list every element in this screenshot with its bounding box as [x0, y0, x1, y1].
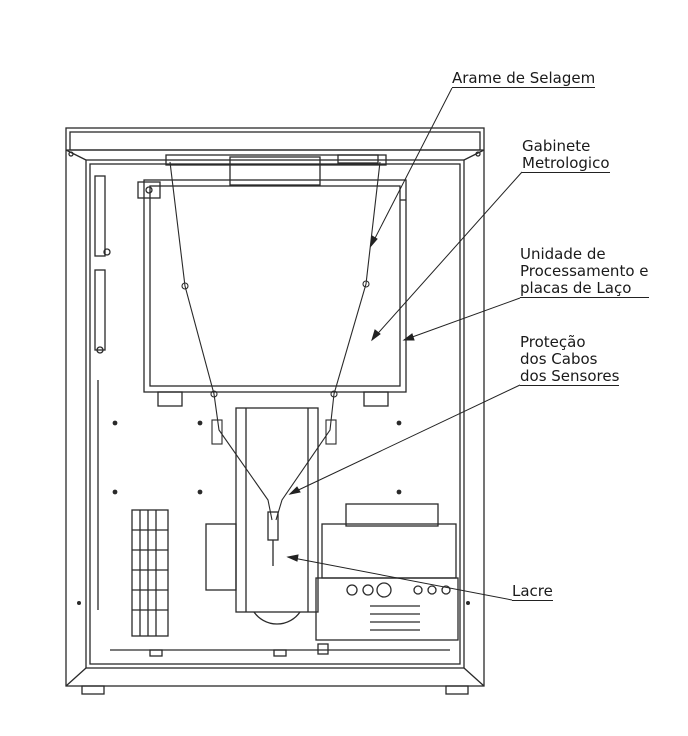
cable-protection	[205, 407, 319, 625]
sealing-wire	[169, 161, 381, 521]
leader-arame	[370, 87, 453, 247]
metrological-cabinet	[137, 154, 407, 407]
label-protecao-line2: dos Cabos	[520, 350, 598, 368]
power-unit	[315, 503, 459, 641]
label-unidade-line1: Unidade de	[520, 245, 606, 263]
leader-protecao	[289, 384, 521, 495]
label-lacre: Lacre	[512, 583, 553, 601]
leader-lacre	[287, 556, 513, 601]
outer-cabinet	[65, 127, 485, 695]
label-arame-de-selagem: Arame de Selagem	[452, 69, 596, 88]
label-unidade-processamento: Unidade de Processamento e placas de Laç…	[520, 246, 649, 298]
label-gabinete-line2: Metrologico	[522, 154, 610, 173]
left-rail	[94, 175, 111, 610]
label-protecao-line3: dos Sensores	[520, 367, 620, 386]
label-arame-text: Arame de Selagem	[452, 69, 596, 88]
label-gabinete-line1: Gabinete	[522, 137, 591, 155]
label-gabinete-metrologico: Gabinete Metrologico	[522, 138, 610, 173]
label-unidade-line3: placas de Laço	[520, 280, 649, 298]
label-unidade-line2: Processamento e	[520, 262, 649, 280]
label-protecao-cabos: Proteção dos Cabos dos Sensores	[520, 333, 620, 386]
label-protecao-line1: Proteção	[520, 333, 586, 351]
terminal-block	[131, 509, 169, 637]
label-lacre-text: Lacre	[512, 582, 553, 601]
mounting-holes	[77, 420, 470, 605]
leader-gabinete	[371, 171, 523, 341]
leader-unidade	[403, 297, 521, 341]
bottom-rail	[110, 643, 450, 657]
